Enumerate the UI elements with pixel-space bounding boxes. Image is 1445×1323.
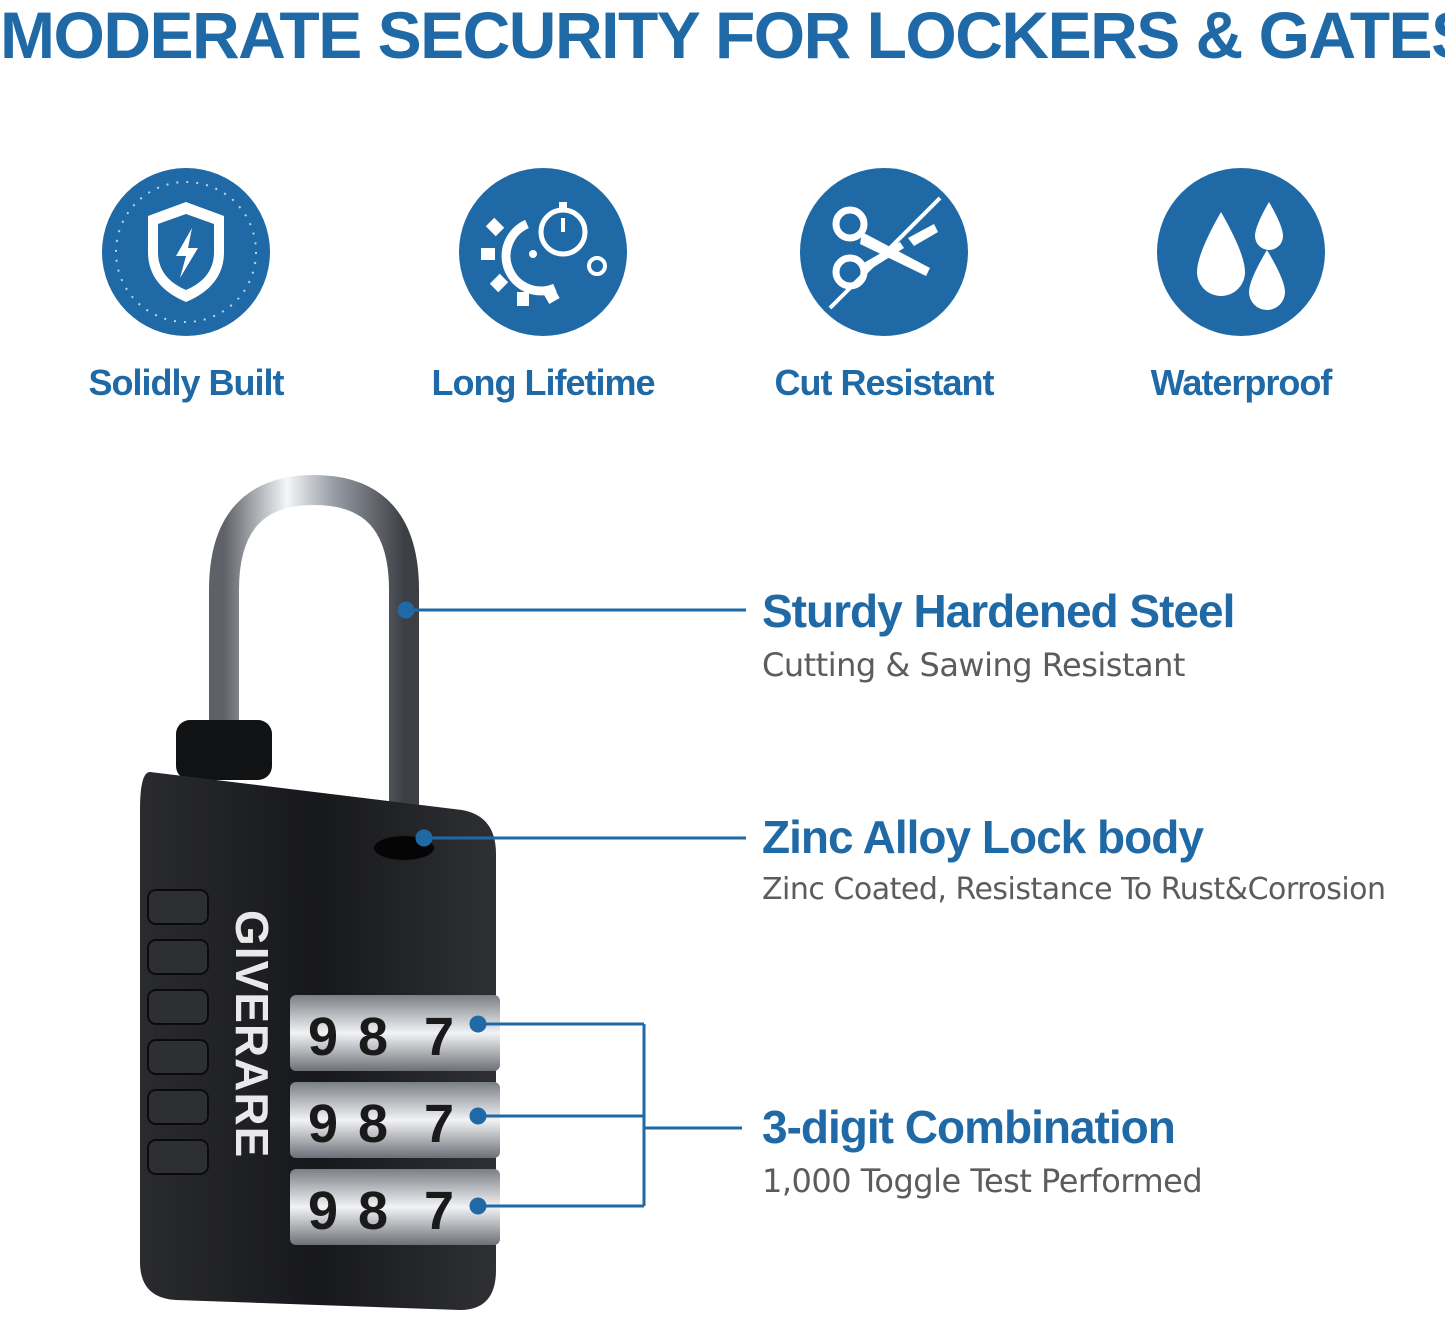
svg-text:8: 8 xyxy=(358,1094,388,1154)
feature-waterproof: Waterproof xyxy=(1091,168,1391,404)
combination-dial-2[interactable]: 9 8 7 xyxy=(290,1082,500,1158)
shield-lightning-icon xyxy=(102,168,270,336)
callout-title: Zinc Alloy Lock body xyxy=(762,811,1204,863)
feature-label: Long Lifetime xyxy=(431,362,656,403)
water-drops-icon xyxy=(1157,168,1325,336)
callout-zinc-alloy: Zinc Alloy Lock body Zinc Coated, Resist… xyxy=(762,810,1386,907)
callout-combination: 3-digit Combination 1,000 Toggle Test Pe… xyxy=(762,1100,1203,1200)
gear-stopwatch-icon xyxy=(459,168,627,336)
svg-text:8: 8 xyxy=(358,1007,388,1067)
feature-long-lifetime: Long Lifetime xyxy=(393,168,693,404)
page-headline: MODERATE SECURITY FOR LOCKERS & GATES xyxy=(0,0,1445,72)
svg-text:9: 9 xyxy=(308,1094,338,1154)
callout-subtitle: Zinc Coated, Resistance To Rust&Corrosio… xyxy=(762,872,1386,907)
scissors-icon xyxy=(800,168,968,336)
feature-cut-resistant: Cut Resistant xyxy=(734,168,1034,404)
svg-text:7: 7 xyxy=(424,1007,454,1067)
feature-label: Waterproof xyxy=(1150,362,1333,403)
callout-subtitle: 1,000 Toggle Test Performed xyxy=(762,1162,1203,1200)
feature-label: Cut Resistant xyxy=(774,362,994,403)
callout-title: 3-digit Combination xyxy=(762,1101,1176,1153)
feature-solidly-built: Solidly Built xyxy=(36,168,336,404)
combination-dial-1[interactable]: 9 8 7 xyxy=(290,995,500,1071)
svg-text:9: 9 xyxy=(308,1007,338,1067)
feature-label: Solidly Built xyxy=(88,362,284,403)
brand-logo: GIVERARE xyxy=(226,910,278,1158)
callout-sturdy-steel: Sturdy Hardened Steel Cutting & Sawing R… xyxy=(762,584,1235,684)
combination-dial-3[interactable]: 9 8 7 xyxy=(290,1169,500,1245)
callout-subtitle: Cutting & Sawing Resistant xyxy=(762,646,1185,684)
svg-text:9: 9 xyxy=(308,1181,338,1241)
svg-text:7: 7 xyxy=(424,1094,454,1154)
padlock-illustration: GIVERARE 9 8 7 9 8 7 9 8 7 xyxy=(140,474,500,1310)
svg-text:7: 7 xyxy=(424,1181,454,1241)
svg-text:8: 8 xyxy=(358,1181,388,1241)
callout-title: Sturdy Hardened Steel xyxy=(762,585,1235,637)
